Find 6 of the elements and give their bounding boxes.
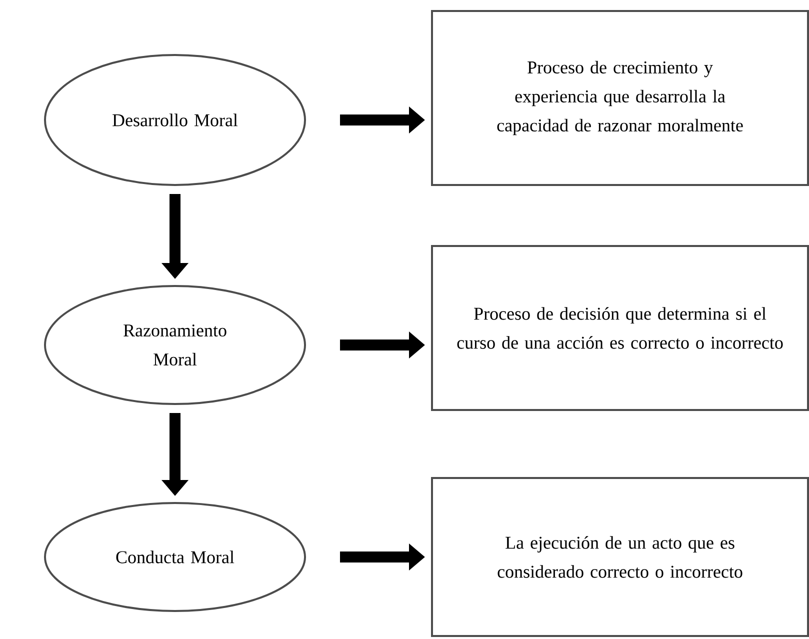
description-box: Proceso de crecimiento y experiencia que desarrolla la capacidad de razonar moralmente <box>431 10 809 186</box>
ellipse-node: Conducta Moral <box>44 502 306 612</box>
description-box: La ejecución de un acto que es considerado correcto o incorrecto <box>431 476 809 637</box>
ellipse-node: Razonamiento Moral <box>44 285 306 405</box>
ellipse-node: Desarrollo Moral <box>44 54 306 186</box>
description-box: Proceso de decisión que determina si el curso de una acción es correcto o incorrecto <box>431 245 809 411</box>
